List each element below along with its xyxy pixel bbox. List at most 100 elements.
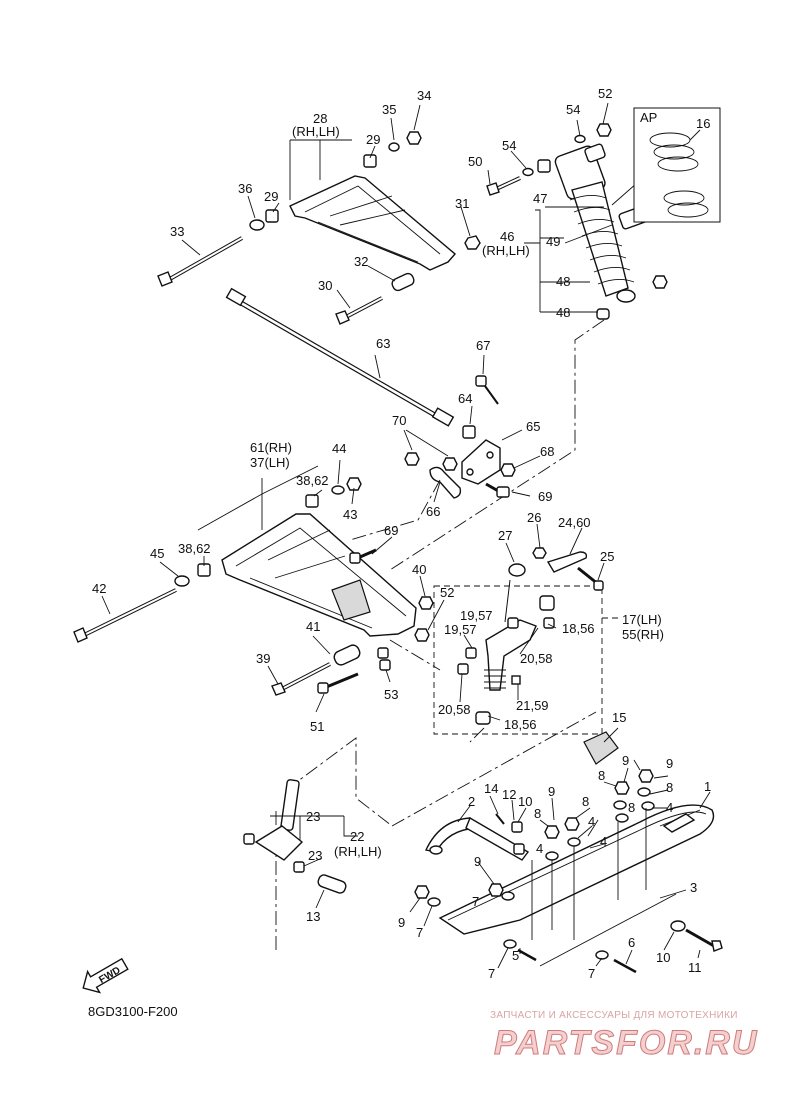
callout-32: 32 [354, 254, 368, 269]
ski-1 [438, 804, 715, 935]
callout-9b: 9 [622, 753, 629, 768]
callout-25: 25 [600, 549, 614, 564]
callout-68: 68 [540, 444, 554, 459]
collar [537, 159, 551, 173]
bolt-30 [335, 310, 350, 325]
fitting-21-59 [511, 675, 521, 685]
callout-54a: 54 [566, 102, 580, 117]
washer-54b [522, 167, 534, 177]
ap-label: AP [640, 110, 657, 125]
nut-34 [406, 131, 422, 145]
callout-29b: 29 [264, 189, 278, 204]
nut-48a [652, 275, 668, 289]
bushing-23b [293, 861, 305, 873]
callout-51: 51 [310, 719, 324, 734]
callout-12: 12 [502, 787, 516, 802]
upper-a-arm [289, 175, 456, 271]
callout-47: 47 [533, 191, 547, 206]
callout-2: 2 [468, 794, 475, 809]
washer-45 [174, 575, 190, 587]
callout-11: 11 [688, 960, 702, 975]
nut-40 [418, 596, 434, 610]
watermark-logo-text: PARTSFOR.RU [494, 1024, 758, 1062]
bushing-23a [243, 833, 255, 845]
callout-4c: 4 [536, 841, 543, 856]
callout-69a: 69 [538, 489, 552, 504]
bolt-33 [157, 271, 173, 287]
callout-9a: 9 [548, 784, 555, 799]
lower-a-arm-group [73, 459, 445, 713]
callout-67: 67 [476, 338, 490, 353]
pin-13 [317, 874, 347, 894]
callout-28: 28 [313, 111, 327, 126]
callout-8e: 8 [628, 800, 635, 815]
damper-15 [583, 731, 619, 765]
callout-63: 63 [376, 336, 390, 351]
spring-16 [649, 132, 709, 218]
callout-23a: 23 [306, 809, 320, 824]
nut-26 [532, 547, 547, 559]
bolt-69 [496, 486, 510, 498]
callout-8a: 8 [534, 806, 541, 821]
sleeve-41 [333, 644, 361, 666]
runner-3 [539, 893, 677, 967]
shock-lower-eye [616, 289, 636, 303]
callout-46: 46 [500, 229, 514, 244]
callout-9d: 9 [474, 854, 481, 869]
callout-34: 34 [417, 88, 431, 103]
callout-46-side: (RH,LH) [482, 243, 530, 258]
callout-42: 42 [92, 581, 106, 596]
bushing-18-56a [539, 595, 555, 611]
spindle-group [433, 523, 620, 743]
shock-absorber-group [389, 102, 668, 571]
callout-26: 26 [527, 510, 541, 525]
bushing-18-56b [475, 711, 491, 725]
callout-33: 33 [170, 224, 184, 239]
bolt-42 [73, 627, 88, 643]
nut-31 [464, 235, 481, 250]
callout-7a: 7 [472, 894, 479, 909]
nut-52b [414, 628, 430, 642]
sleeve-32 [391, 272, 415, 292]
spindle-17-55 [485, 619, 537, 691]
callout-43: 43 [343, 507, 357, 522]
callout-9e: 9 [398, 915, 405, 930]
callout-20-58a: 20,58 [520, 651, 553, 666]
bolt-69b [349, 552, 361, 564]
washer-44 [331, 485, 345, 495]
callout-21-59: 21,59 [516, 698, 549, 713]
callout-5: 5 [512, 948, 519, 963]
callout-40: 40 [412, 562, 426, 577]
callout-14: 14 [484, 781, 498, 796]
callout-54b: 54 [502, 138, 516, 153]
nut-68 [500, 463, 516, 477]
callout-labels: 28 (RH,LH) 29 29 34 35 36 33 31 32 30 52… [92, 86, 711, 981]
bushing-19-57a [507, 617, 519, 629]
callout-15: 15 [612, 710, 626, 725]
callout-8b: 8 [582, 794, 589, 809]
bracket-65 [461, 439, 501, 485]
callout-44: 44 [332, 441, 346, 456]
callout-69b: 69 [384, 523, 398, 538]
callout-19-57a: 19,57 [460, 608, 493, 623]
collar-48b [596, 308, 610, 320]
nut-52 [596, 123, 612, 137]
callout-8d: 8 [666, 780, 673, 795]
collar-53 [379, 659, 391, 671]
callout-53: 53 [384, 687, 398, 702]
callout-3: 3 [690, 880, 697, 895]
watermark-logo: PARTSFOR.RU [494, 1024, 758, 1063]
shaft-63 [225, 287, 247, 307]
callout-50: 50 [468, 154, 482, 169]
callout-64: 64 [458, 391, 472, 406]
callout-38-62a: 38,62 [296, 473, 329, 488]
callout-22-side: (RH,LH) [334, 844, 382, 859]
callout-8c: 8 [598, 768, 605, 783]
callout-18-56b: 18,56 [504, 717, 537, 732]
callout-49: 49 [546, 234, 560, 249]
washer-54a [574, 134, 586, 144]
spindle-dashed-frame [433, 585, 603, 735]
washer-36 [249, 219, 265, 231]
cap-27 [508, 563, 526, 577]
nut-70b [442, 457, 458, 471]
